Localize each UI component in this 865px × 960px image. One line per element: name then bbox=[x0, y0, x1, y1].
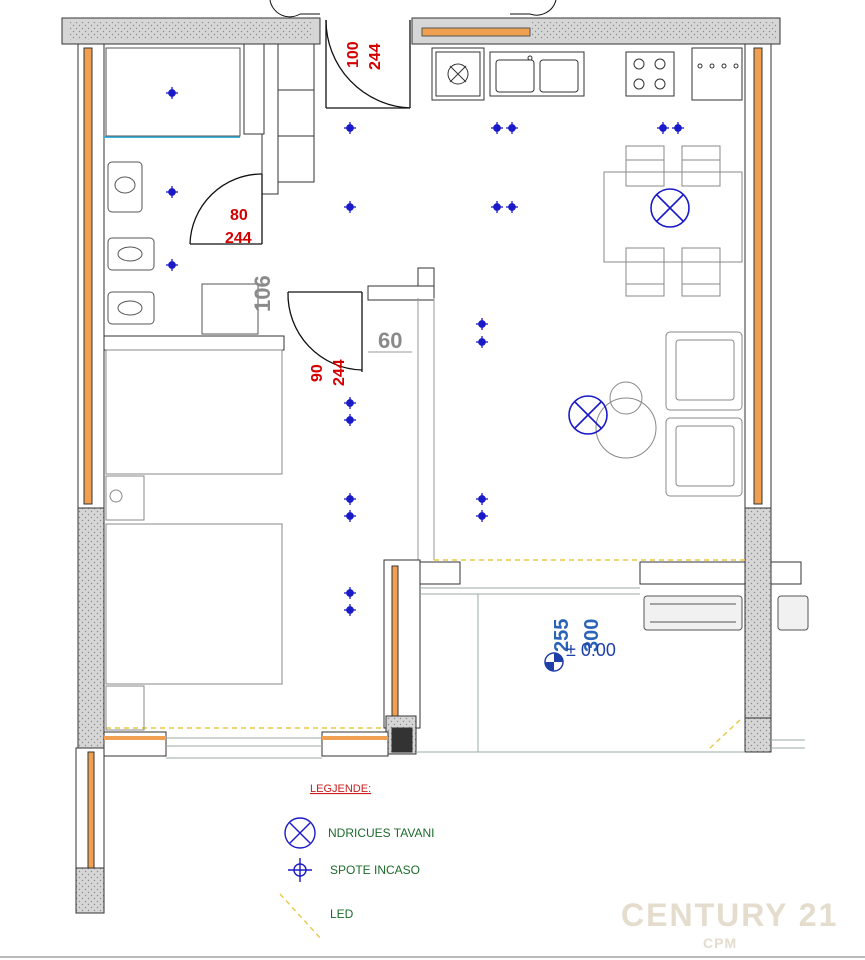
ac-units bbox=[643, 595, 809, 631]
spotlight-icon bbox=[476, 318, 488, 330]
entrance-door-width: 100 bbox=[345, 41, 362, 68]
ceiling-light-icon bbox=[284, 817, 316, 849]
spotlight-icon bbox=[344, 397, 356, 409]
door-bedroom bbox=[287, 291, 363, 372]
door-entrance bbox=[325, 19, 411, 109]
ceiling-lights bbox=[568, 188, 690, 435]
spotlight-icon bbox=[166, 87, 178, 99]
watermark-brand: CENTURY 21 bbox=[621, 897, 838, 933]
led-lines bbox=[106, 559, 745, 749]
door-bathroom bbox=[189, 173, 263, 245]
balcony-dim-top: 255 bbox=[551, 619, 573, 652]
door-top-arcs bbox=[269, 0, 557, 18]
bedroom-door-width: 90 bbox=[309, 364, 326, 382]
entrance-door-height: 244 bbox=[367, 43, 384, 70]
legend-label-ceiling-light: NDRICUES TAVANI bbox=[328, 826, 434, 840]
led-strip-icon bbox=[279, 893, 323, 941]
dining-table bbox=[603, 145, 743, 297]
bathroom-door-height: 244 bbox=[225, 230, 252, 247]
legend-label-spotlight: SPOTE INCASO bbox=[330, 863, 420, 877]
spotlight-icon bbox=[476, 336, 488, 348]
ceiling-light-icon bbox=[568, 395, 608, 435]
beds bbox=[105, 349, 283, 731]
spotlight-icon bbox=[491, 201, 503, 213]
spotlight-icon bbox=[288, 858, 312, 882]
balcony-dim-bottom: 300 bbox=[581, 619, 603, 652]
bedroom-door-height: 244 bbox=[331, 359, 348, 386]
legend: LEGJENDE: NDRICUES TAVANI SPOTE INCASO L… bbox=[279, 783, 434, 941]
level-marker bbox=[544, 652, 564, 672]
spotlight-icon bbox=[344, 122, 356, 134]
spotlight-icon bbox=[506, 122, 518, 134]
windows bbox=[104, 136, 805, 759]
spotlight-icon bbox=[344, 414, 356, 426]
spotlight-icon bbox=[657, 122, 669, 134]
bath-wall-dimension: 106 bbox=[250, 275, 275, 312]
spotlight-icon bbox=[476, 510, 488, 522]
spotlight-icon bbox=[166, 259, 178, 271]
watermark-office: CPM bbox=[703, 935, 737, 951]
spotlight-icon bbox=[344, 201, 356, 213]
spotlight-icon bbox=[344, 510, 356, 522]
legend-label-led: LED bbox=[330, 907, 354, 921]
spotlight-icon bbox=[672, 122, 684, 134]
century21-watermark: CENTURY 21 CPM bbox=[621, 897, 838, 951]
walls bbox=[61, 17, 802, 914]
kitchen bbox=[431, 47, 743, 101]
spotlight-icon bbox=[344, 587, 356, 599]
spotlight-icon bbox=[166, 186, 178, 198]
spotlight-icon bbox=[506, 201, 518, 213]
spotlight-icon bbox=[344, 604, 356, 616]
ceiling-light-icon bbox=[650, 188, 690, 228]
bathroom-fixtures bbox=[105, 47, 259, 335]
spotlight-icon bbox=[476, 493, 488, 505]
legend-title: LEGJENDE: bbox=[310, 783, 371, 795]
bathroom-door-width: 80 bbox=[230, 207, 248, 224]
spotlight-icon bbox=[491, 122, 503, 134]
spotlight-icon bbox=[344, 493, 356, 505]
spotlights bbox=[166, 87, 684, 616]
sofa-armchairs bbox=[595, 331, 743, 497]
level-value: ± 0.00 bbox=[566, 640, 616, 660]
corridor-dimension: 60 bbox=[378, 328, 402, 353]
